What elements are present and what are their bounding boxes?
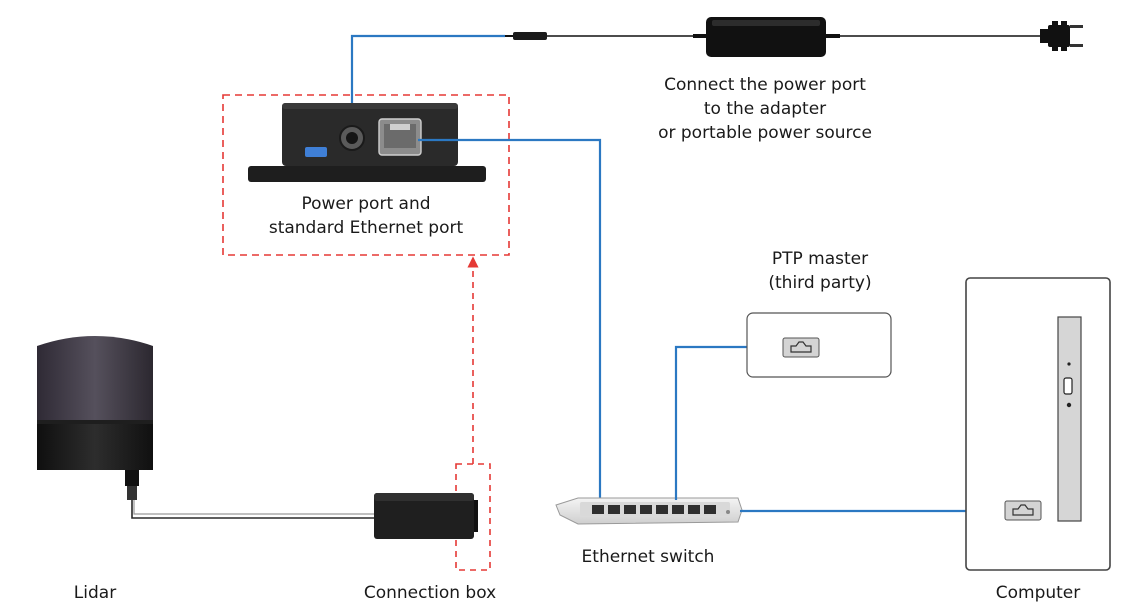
caption-line: standard Ethernet port — [268, 218, 464, 238]
connection-box-icon — [374, 493, 478, 539]
ptp-master-caption: PTP master (third party) — [730, 247, 910, 295]
caption-line: PTP master — [771, 249, 869, 269]
ethernet-switch-icon — [555, 497, 743, 525]
computer-ethernet-port-icon — [1004, 500, 1042, 521]
lidar-cable — [131, 500, 374, 519]
interface-box-highlight — [222, 94, 510, 256]
power-cable — [350, 32, 706, 118]
interface-box-icon — [248, 103, 486, 182]
lidar-icon — [37, 336, 153, 500]
computer-tower-icon — [965, 277, 1111, 571]
computer-label: Computer — [995, 583, 1081, 603]
caption-line: to the adapter — [703, 99, 827, 119]
lidar-label: Lidar — [73, 583, 117, 603]
ptp-ethernet-port-icon — [782, 337, 820, 358]
power-adapter-icon — [706, 17, 826, 57]
caption-line: (third party) — [768, 273, 872, 293]
interface-box-caption: Power port and standard Ethernet port — [225, 192, 507, 240]
connection-box-label: Connection box — [363, 583, 497, 603]
caption-line: or portable power source — [658, 123, 872, 143]
caption-line: Connect the power port — [664, 75, 866, 95]
power-plug-icon — [1040, 21, 1083, 51]
ethernet-cable-box-to-switch — [418, 138, 602, 500]
ethernet-switch-label: Ethernet switch — [581, 547, 715, 567]
power-adapter-caption: Connect the power port to the adapter or… — [600, 73, 930, 145]
caption-line: Power port and — [301, 194, 431, 214]
